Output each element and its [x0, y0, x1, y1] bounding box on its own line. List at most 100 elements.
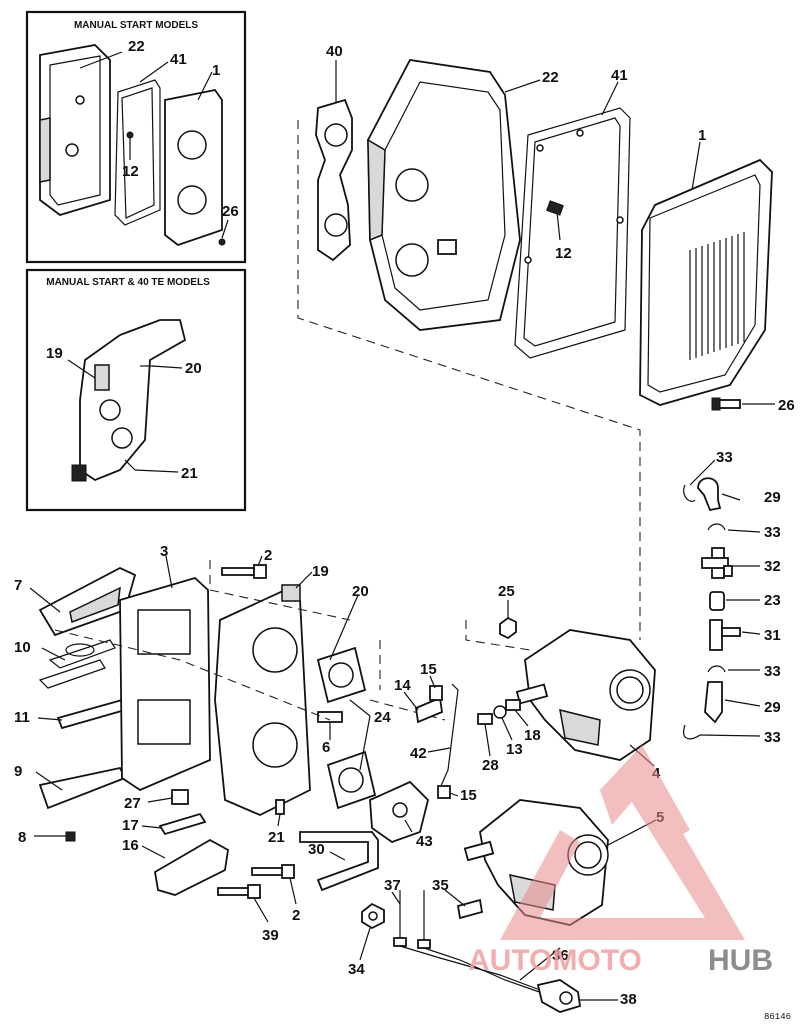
- callout-17: 17: [122, 817, 139, 834]
- callout-35: 35: [432, 877, 449, 894]
- nut-34: [361, 902, 385, 930]
- callout-20: 20: [352, 583, 369, 600]
- screw-28: [477, 713, 493, 725]
- callout-33-d: 33: [764, 729, 781, 746]
- alignment-line-top: [297, 120, 641, 640]
- watermark-word-automoto: AUTOMOTO: [468, 944, 642, 977]
- callout-36: 36: [552, 947, 569, 964]
- callout-42: 42: [410, 745, 427, 762]
- callout-16: 16: [122, 837, 139, 854]
- callout-31: 31: [764, 627, 781, 644]
- reed-block-7: [38, 566, 137, 637]
- callout-29-b: 29: [764, 699, 781, 716]
- callout-2-upper: 2: [264, 547, 272, 564]
- callout-24: 24: [374, 709, 391, 726]
- bolt-39: [217, 884, 261, 899]
- hose-29-bottom: [704, 681, 723, 724]
- callout-9: 9: [14, 763, 22, 780]
- callout-7: 7: [14, 577, 22, 594]
- screw-6: [317, 711, 343, 723]
- inset2-callout-19: 19: [46, 345, 63, 362]
- callout-23: 23: [764, 592, 781, 609]
- inset-40te-title: MANUAL START & 40 TE MODELS: [46, 277, 210, 288]
- carburetor-4: [515, 629, 656, 761]
- figure-code: 86146: [764, 1012, 791, 1022]
- inset-manifold-drawing: [71, 319, 187, 482]
- callout-37: 37: [384, 877, 401, 894]
- callout-25: 25: [498, 583, 515, 600]
- inset1-callout-12: 12: [122, 163, 139, 180]
- callout-41: 41: [611, 67, 628, 84]
- alignment-line-lower-left: [54, 560, 351, 721]
- tee-fitting-32: [701, 547, 733, 579]
- bolt-2-upper: [221, 564, 267, 579]
- callout-40: 40: [326, 43, 343, 60]
- screw-8: [65, 831, 76, 842]
- callout-10: 10: [14, 639, 31, 656]
- inset-manual-start-40te: MANUAL START & 40 TE MODELS 19 20 21: [25, 268, 247, 512]
- callouts: 40 22 41 1 12 26 33 29 33 32 23 31 33 29…: [14, 43, 795, 1008]
- gasket-20-upper: [316, 646, 367, 704]
- callout-26: 26: [778, 397, 795, 414]
- inset-manual-start: MANUAL START MODELS 22 41 1 12 26: [25, 10, 247, 264]
- tube-30: [299, 831, 379, 892]
- callout-1: 1: [698, 127, 706, 144]
- inset1-callout-41: 41: [170, 51, 187, 68]
- fitting-18: [505, 699, 521, 711]
- callout-15-lower: 15: [460, 787, 477, 804]
- nut-25: [499, 616, 517, 640]
- callout-19: 19: [312, 563, 329, 580]
- callout-8: 8: [18, 829, 26, 846]
- stud-21: [275, 799, 285, 815]
- gasket-43: [369, 780, 429, 844]
- bolt-2-lower: [251, 864, 295, 879]
- callout-21: 21: [268, 829, 285, 846]
- inset-housing-drawing: [39, 44, 111, 216]
- inset-manual-start-title: MANUAL START MODELS: [74, 20, 198, 31]
- callout-13: 13: [506, 741, 523, 758]
- washer-13: [493, 705, 507, 719]
- intake-manifold-19: [214, 584, 311, 816]
- reed-petals-10: [38, 639, 116, 689]
- connector-23: [709, 591, 725, 611]
- fitting-15-upper: [429, 685, 443, 701]
- air-silencer-housing-22: [367, 59, 521, 331]
- gasket-3: [119, 576, 211, 792]
- clip-14: [415, 696, 443, 724]
- inset2-callout-20: 20: [185, 360, 202, 377]
- inset-cover-drawing: [164, 89, 223, 247]
- screw-26: [711, 397, 741, 411]
- gasket-40: [315, 98, 353, 262]
- inset1-callout-22: 22: [128, 38, 145, 55]
- callout-22: 22: [542, 69, 559, 86]
- callout-33-b: 33: [764, 524, 781, 541]
- callout-12: 12: [555, 245, 572, 262]
- callout-28: 28: [482, 757, 499, 774]
- callout-27: 27: [124, 795, 141, 812]
- lower-leaders: [29, 555, 657, 1001]
- callout-15-upper: 15: [420, 661, 437, 678]
- bolt-27: [171, 789, 189, 805]
- callout-14: 14: [394, 677, 411, 694]
- clamp-33-bottom: [683, 724, 701, 740]
- wire-harness-36: [399, 945, 546, 995]
- callout-11: 11: [14, 709, 30, 726]
- reed-stop-11: [56, 698, 127, 730]
- gasket-20-lower: [326, 750, 377, 810]
- callout-30: 30: [308, 841, 325, 858]
- inset2-callout-21: 21: [181, 465, 198, 482]
- clamp-33-2: [707, 523, 726, 531]
- hose-clamp-33-top: [683, 459, 716, 502]
- callout-29-a: 29: [764, 489, 781, 506]
- callout-39: 39: [262, 927, 279, 944]
- link-rod-42: [439, 683, 459, 789]
- bracket-17: [158, 812, 207, 836]
- inset-gasket-drawing: [114, 79, 161, 226]
- terminals-37: [393, 890, 431, 949]
- plate-9: [38, 766, 127, 810]
- callout-3: 3: [160, 543, 168, 560]
- throttle-cam-16: [154, 838, 229, 896]
- fitting-15-lower: [437, 785, 451, 799]
- inset1-callout-26: 26: [222, 203, 239, 220]
- watermark-word-hub: HUB: [708, 944, 773, 977]
